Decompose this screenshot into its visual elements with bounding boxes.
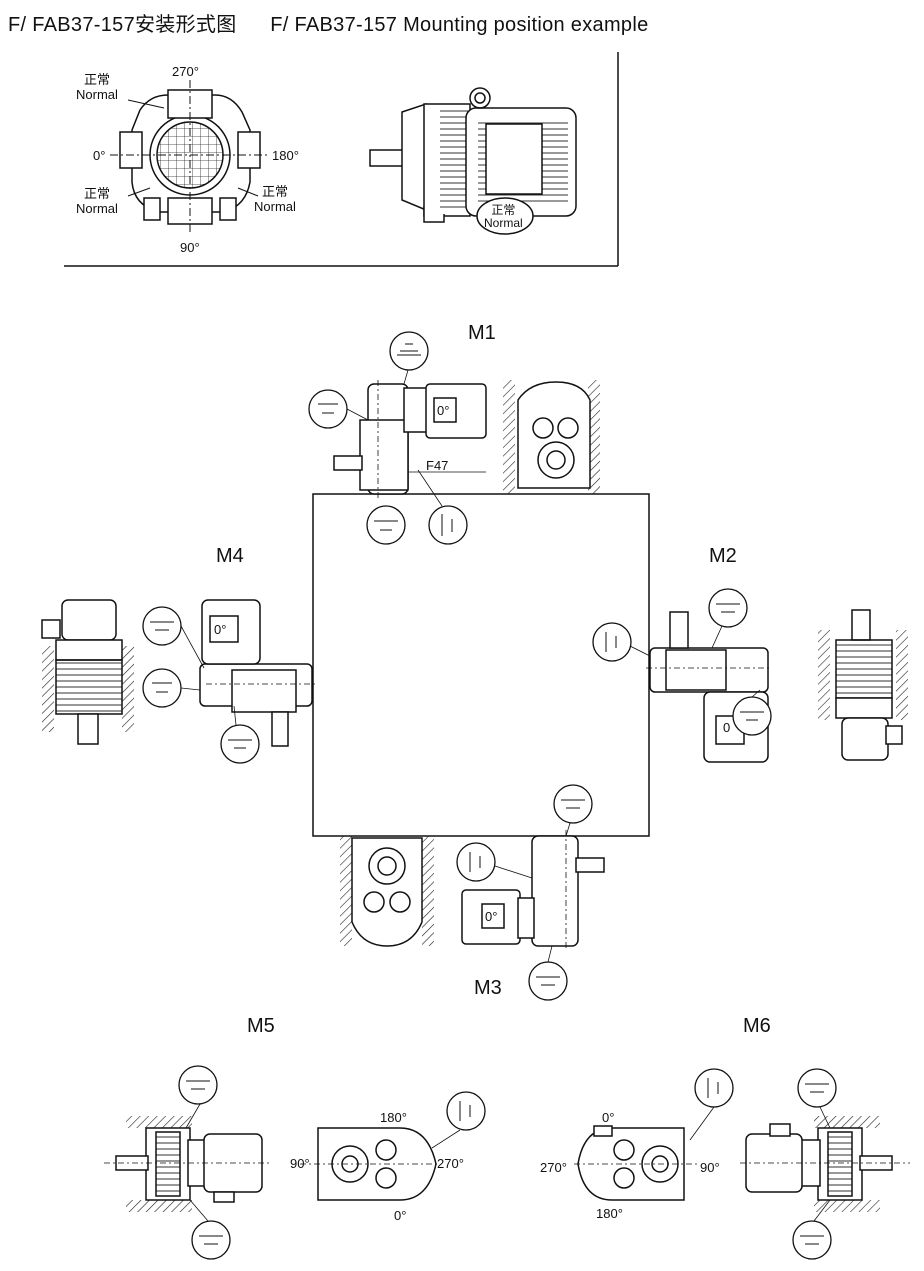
m1-motor-angle: 0°	[437, 403, 450, 418]
m6-angle-270: 270°	[540, 1160, 567, 1175]
page-title: F/ FAB37-157安装形式图 F/ FAB37-157 Mounting …	[8, 8, 649, 37]
m6-angle-0: 0°	[602, 1110, 615, 1125]
position-m1-label: M1	[468, 322, 496, 344]
position-m2-label: M2	[709, 545, 737, 567]
m1-reducer-end	[503, 380, 600, 494]
title-en: F/ FAB37-157 Mounting position example	[270, 14, 649, 36]
m5-reducer-end	[300, 1127, 440, 1201]
position-m6-label: M6	[743, 1015, 771, 1037]
m6-reducer-side	[740, 1116, 910, 1212]
m6-reducer-end	[574, 1125, 700, 1201]
m5-reducer-side	[104, 1116, 270, 1212]
motor-side-view	[369, 87, 577, 235]
m4-reducer-end	[41, 599, 134, 745]
angle-180-label: 180°	[272, 148, 299, 163]
m3-reducer-end	[340, 836, 434, 947]
angle-90-label: 90°	[180, 240, 200, 255]
mounting-plate	[312, 493, 650, 837]
m6-angle-180: 180°	[596, 1206, 623, 1221]
m2-motor-angle: 0	[723, 720, 731, 735]
vent-symbol-hatches	[150, 343, 829, 1245]
vent-symbols	[142, 331, 837, 1260]
m5-angle-180: 180°	[380, 1110, 407, 1125]
m5-angle-90: 90°	[290, 1156, 310, 1171]
angle-270-label: 270°	[172, 64, 199, 79]
m5-angle-270: 270°	[437, 1156, 464, 1171]
m3-reducer-side	[461, 830, 605, 950]
m2-reducer-end	[818, 609, 908, 761]
m4-motor-angle: 0°	[214, 622, 227, 637]
leader-lines	[180, 369, 831, 1222]
position-m4-label: M4	[216, 545, 244, 567]
m2-reducer-side	[646, 611, 770, 763]
title-cn: F/ FAB37-157安装形式图	[8, 14, 237, 36]
m5-angle-0: 0°	[394, 1208, 407, 1223]
position-m5-label: M5	[247, 1015, 275, 1037]
position-m3-label: M3	[474, 977, 502, 999]
gear-housing-front-view	[110, 80, 270, 235]
m6-angle-90: 90°	[700, 1160, 720, 1175]
model-label: F47	[426, 458, 449, 473]
m4-reducer-side	[199, 599, 316, 747]
angle-0-label: 0°	[93, 148, 106, 163]
m3-motor-angle: 0°	[485, 909, 498, 924]
top-panel-frame	[64, 52, 619, 267]
m1-reducer-side	[333, 380, 487, 498]
